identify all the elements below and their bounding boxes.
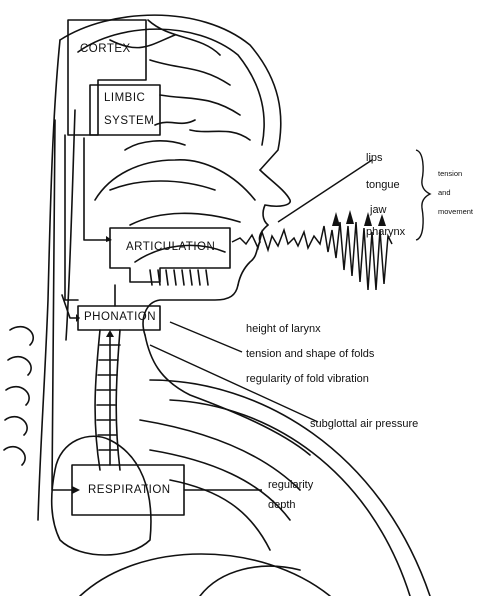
trachea [95, 330, 120, 470]
lips-leader [278, 160, 372, 222]
phonation-factor-regularity: regularity of fold vibration [246, 374, 369, 385]
skull-outline [60, 15, 281, 170]
effect-movement: movement [438, 208, 473, 216]
articulator-lips: lips [366, 153, 383, 164]
palate [130, 213, 240, 225]
lips-outline [238, 225, 268, 285]
chin-outline [143, 285, 238, 335]
articulation-label: ARTICULATION [126, 242, 215, 254]
articulator-jaw: jaw [370, 205, 387, 216]
articulator-tongue: tongue [366, 180, 400, 191]
articulation-brace [416, 150, 430, 240]
respiration-label: RESPIRATION [88, 485, 171, 497]
spine-outline [38, 40, 60, 520]
limbic-label: LIMBIC [104, 93, 145, 105]
vertebrae [4, 327, 33, 465]
effect-and: and [438, 189, 451, 197]
subglottal-pressure-label: subglottal air pressure [310, 419, 418, 430]
articulator-pharynx: pharynx [366, 227, 405, 238]
phonation-factor-tension: tension and shape of folds [246, 349, 374, 360]
system-label: SYSTEM [104, 116, 154, 128]
nasal-cavity [95, 141, 255, 200]
respiration-factor-depth: depth [268, 500, 296, 511]
phonation-label: PHONATION [84, 312, 156, 324]
phonation-leader [170, 322, 242, 352]
phonation-factor-height: height of larynx [246, 324, 321, 335]
cortex-label: CORTEX [80, 44, 131, 56]
neural-pathway [52, 120, 72, 490]
articulation-box [110, 228, 230, 282]
effect-tension: tension [438, 170, 462, 178]
respiration-factor-regularity: regularity [268, 480, 313, 491]
